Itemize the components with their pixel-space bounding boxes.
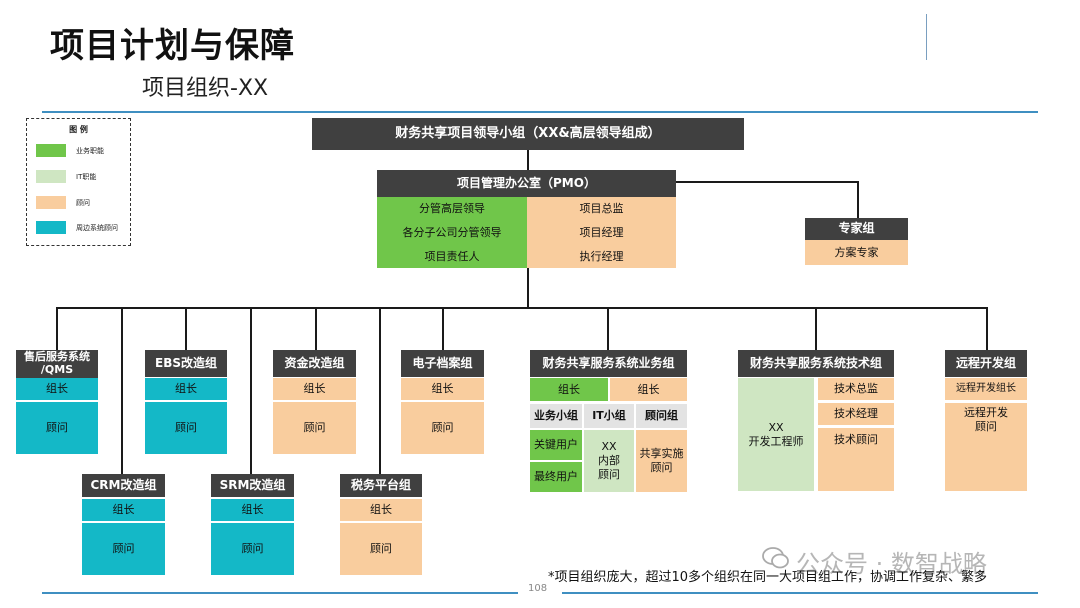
srm-title: SRM改造组 bbox=[211, 474, 294, 497]
archive-lead: 组长 bbox=[401, 378, 484, 400]
remote-advisor: 远程开发 顾问 bbox=[945, 403, 1027, 491]
srm-advisor: 顾问 bbox=[211, 523, 294, 575]
legend-title: 图 例 bbox=[69, 125, 88, 134]
advisor-members: 共享实施 顾问 bbox=[636, 430, 687, 492]
ebs-title: EBS改造组 bbox=[145, 350, 227, 377]
crm-title: CRM改造组 bbox=[82, 474, 165, 497]
pmo-left-1: 分管高层领导 bbox=[377, 197, 527, 221]
aftersales-title: 售后服务系统 /QMS bbox=[16, 350, 98, 378]
legend-label-it: IT职能 bbox=[76, 173, 97, 181]
connector-pmo-experts-h bbox=[676, 181, 858, 183]
business-group-title: 财务共享服务系统业务组 bbox=[530, 350, 687, 377]
header-divider bbox=[926, 14, 927, 60]
experts-title: 专家组 bbox=[805, 218, 908, 240]
remote-title: 远程开发组 bbox=[945, 350, 1027, 377]
end-user: 最终用户 bbox=[530, 462, 582, 492]
watermark: 公众号 · 数智战略 bbox=[796, 550, 987, 578]
archive-title: 电子档案组 bbox=[401, 350, 484, 377]
crm-advisor: 顾问 bbox=[82, 523, 165, 575]
header-rule bbox=[42, 111, 1038, 113]
legend-box bbox=[26, 118, 131, 246]
fund-advisor: 顾问 bbox=[273, 402, 356, 454]
legend-label-advisor: 顾问 bbox=[76, 199, 90, 207]
connector-business bbox=[607, 307, 609, 350]
key-user: 关键用户 bbox=[530, 430, 582, 460]
wechat-icon bbox=[762, 547, 789, 569]
it-members: XX 内部 顾问 bbox=[584, 430, 634, 492]
technical-group-title: 财务共享服务系统技术组 bbox=[738, 350, 894, 377]
page-subtitle: 项目组织-XX bbox=[142, 76, 269, 101]
aftersales-advisor: 顾问 bbox=[16, 402, 98, 454]
pmo-title: 项目管理办公室（PMO） bbox=[377, 170, 676, 197]
connector-remote bbox=[986, 307, 988, 350]
archive-advisor: 顾问 bbox=[401, 402, 484, 454]
footnote: *项目组织庞大，超过10多个组织在同一大项目组工作，协调工作复杂、繁多 bbox=[548, 570, 988, 585]
page-number: 108 bbox=[528, 583, 548, 594]
technical-manager: 技术经理 bbox=[818, 403, 894, 425]
legend-label-peripheral: 周边系统顾问 bbox=[76, 224, 118, 232]
crm-lead: 组长 bbox=[82, 499, 165, 521]
ebs-advisor: 顾问 bbox=[145, 402, 227, 454]
connector-crm bbox=[121, 307, 123, 474]
pmo-left-2: 各分子公司分管领导 bbox=[377, 221, 527, 245]
connector-pmo-bus bbox=[527, 268, 529, 308]
advisor-subgroup-label: 顾问组 bbox=[636, 404, 687, 428]
srm-lead: 组长 bbox=[211, 499, 294, 521]
business-lead-right: 组长 bbox=[610, 378, 687, 401]
technical-director: 技术总监 bbox=[818, 378, 894, 400]
pmo-right-2: 项目经理 bbox=[527, 221, 676, 245]
business-lead-left: 组长 bbox=[530, 378, 608, 401]
legend-swatch-advisor bbox=[36, 196, 66, 209]
tax-advisor: 顾问 bbox=[340, 523, 422, 575]
connector-main-bus bbox=[56, 307, 988, 309]
it-subgroup-label: IT小组 bbox=[584, 404, 634, 428]
legend-swatch-it bbox=[36, 170, 66, 183]
page-title: 项目计划与保障 bbox=[50, 26, 295, 66]
leadership-group: 财务共享项目领导小组（XX&高层领导组成） bbox=[312, 118, 744, 150]
pmo-right-1: 项目总监 bbox=[527, 197, 676, 221]
technical-dev-engineers: XX 开发工程师 bbox=[738, 378, 814, 491]
connector-fund bbox=[315, 307, 317, 350]
fund-lead: 组长 bbox=[273, 378, 356, 400]
experts-member: 方案专家 bbox=[805, 240, 908, 265]
business-subgroup-label: 业务小组 bbox=[530, 404, 582, 428]
ebs-lead: 组长 bbox=[145, 378, 227, 400]
connector-pmo-experts-v bbox=[857, 181, 859, 218]
technical-advisor: 技术顾问 bbox=[818, 428, 894, 491]
connector-technical bbox=[815, 307, 817, 350]
connector-srm bbox=[250, 307, 252, 474]
connector-ebs bbox=[185, 307, 187, 350]
legend-label-business: 业务职能 bbox=[76, 147, 104, 155]
tax-title: 税务平台组 bbox=[340, 474, 422, 497]
aftersales-lead: 组长 bbox=[16, 378, 98, 400]
connector-tax bbox=[379, 307, 381, 474]
pmo-right-3: 执行经理 bbox=[527, 245, 676, 268]
pmo-left-3: 项目责任人 bbox=[377, 245, 527, 268]
tax-lead: 组长 bbox=[340, 499, 422, 521]
connector-top-pmo bbox=[527, 150, 529, 170]
legend-swatch-peripheral bbox=[36, 221, 66, 234]
connector-aftersales bbox=[56, 307, 58, 350]
fund-title: 资金改造组 bbox=[273, 350, 356, 377]
remote-lead: 远程开发组长 bbox=[945, 378, 1027, 400]
footer-rule-right bbox=[562, 592, 1038, 594]
legend-swatch-business bbox=[36, 144, 66, 157]
footer-rule-left bbox=[42, 592, 518, 594]
connector-archive bbox=[442, 307, 444, 350]
